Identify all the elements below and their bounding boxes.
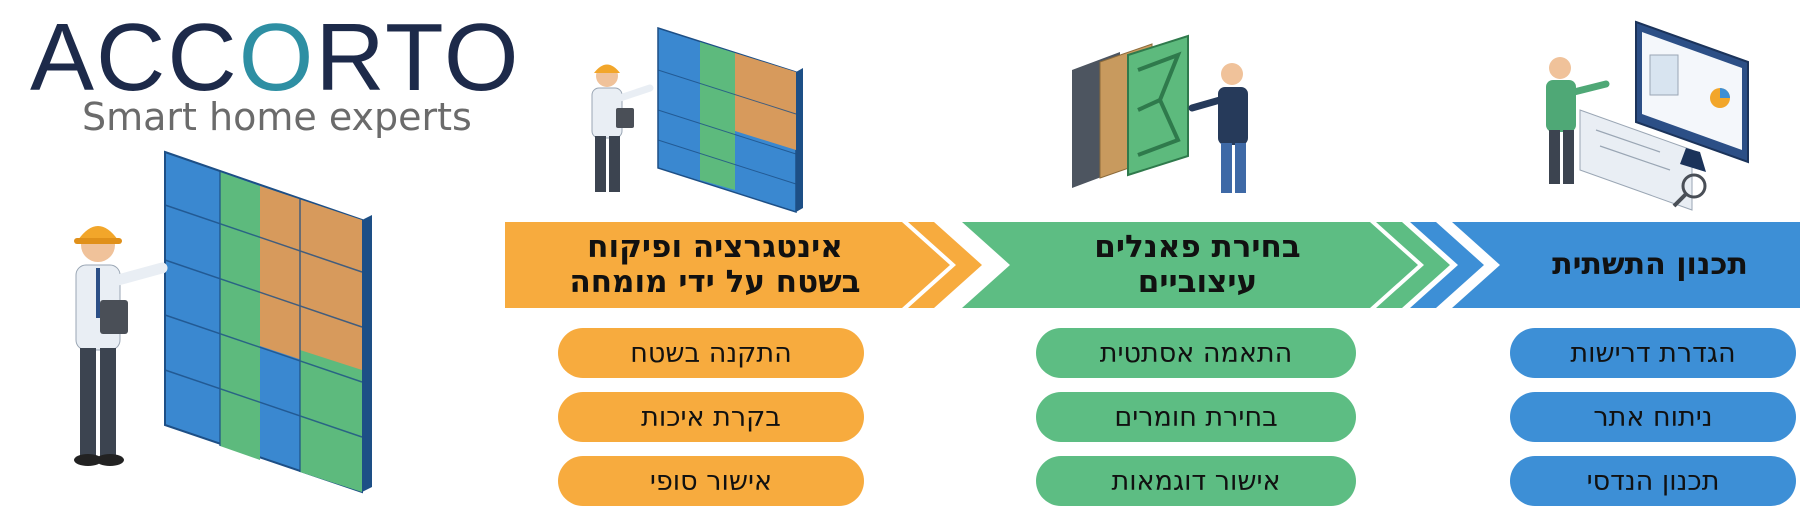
designer-with-panels-icon [1072,34,1248,193]
logo-power-o: O [238,4,316,111]
engineer-with-wall-icon [74,150,372,494]
banner-shape-integration [505,222,950,308]
stage-title-panels-line2: עיצוביים [1137,264,1258,300]
stage-title-infrastructure-line1: תכנון התשתית [1552,247,1748,283]
logo-word-end: RTO [315,4,521,111]
step-pill-panels-2: בחירת חומרים [1036,392,1356,442]
step-pill-infrastructure-2: ניתוח אתר [1510,392,1796,442]
inspector-with-wall-icon [591,26,803,214]
stage-title-integration-line2: בשטח על ידי מומחה [569,264,861,300]
stage-title-integration: אינטגרציה ופיקוח בשטח על ידי מומחה [515,222,915,308]
planner-with-computer-icon [1546,20,1749,211]
banner-shape-infrastructure [1452,222,1800,308]
stage-title-panels: בחירת פאנלים עיצוביים [1010,222,1385,308]
banner-chevron-orange [908,222,982,308]
logo-word-start: ACC [30,4,239,111]
stage-title-panels-line1: בחירת פאנלים [1094,229,1301,266]
step-pill-infrastructure-3: תכנון הנדסי [1510,456,1796,506]
step-pill-integration-2: בקרת איכות [558,392,864,442]
stage-title-infrastructure: תכנון התשתית [1500,222,1800,308]
banner-chevron-blue [1410,222,1484,308]
step-pill-integration-1: התקנה בשטח [558,328,864,378]
stage-title-integration-line1: אינטגרציה ופיקוח [587,229,843,266]
step-pill-infrastructure-1: הגדרת דרישות [1510,328,1796,378]
banner-chevron-green [1376,222,1450,308]
logo-tagline: Smart home experts [82,95,472,139]
logo-wordmark: ACCORTO [30,10,521,106]
banner-shape-panels [962,222,1418,308]
step-pill-integration-3: אישור סופי [558,456,864,506]
step-pill-panels-1: התאמה אסתטית [1036,328,1356,378]
step-pill-panels-3: אישור דוגמאות [1036,456,1356,506]
